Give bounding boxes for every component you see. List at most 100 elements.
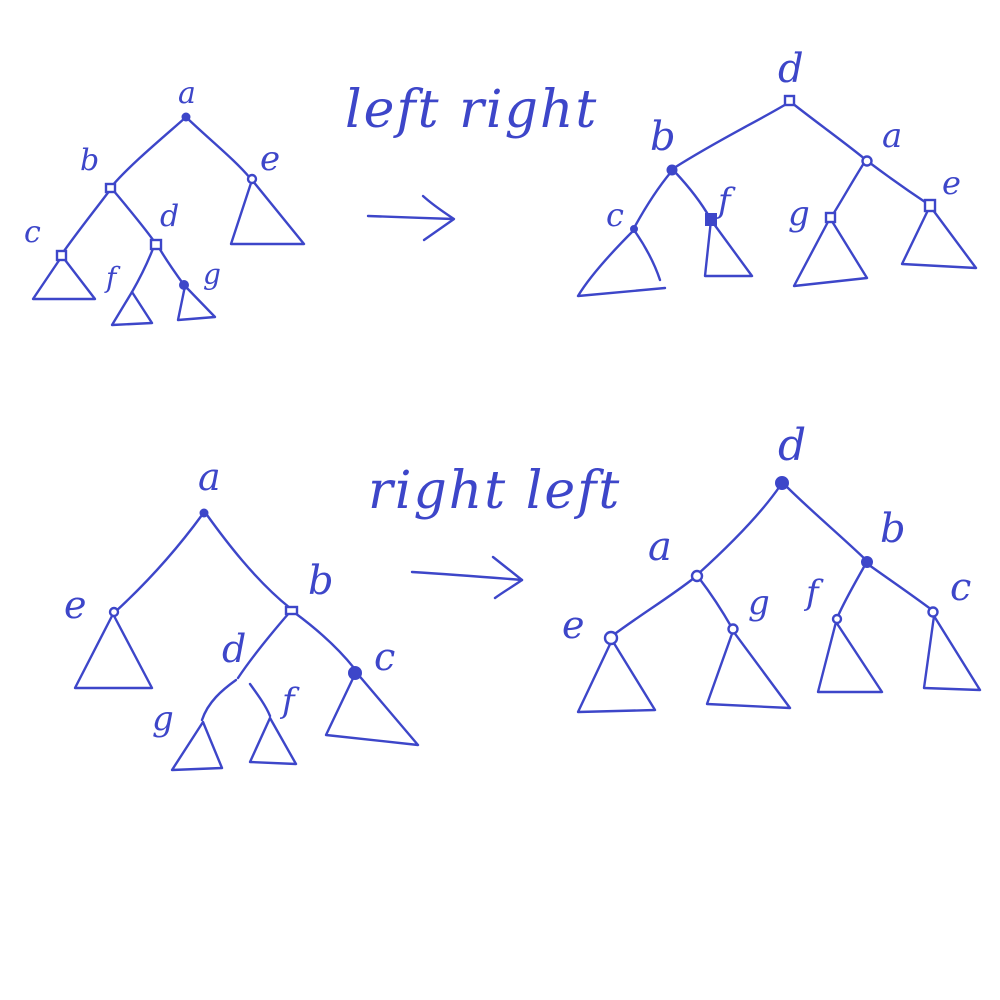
subtree-g-triangle <box>170 720 224 772</box>
label-b: b <box>308 558 334 604</box>
edge-a-e <box>185 116 252 180</box>
edge-b-c <box>293 611 356 670</box>
edge-a-e <box>610 576 696 638</box>
subtree-c-triangle <box>922 614 982 692</box>
node-f <box>705 213 717 226</box>
node-a <box>199 508 209 518</box>
label-d: d <box>222 627 246 671</box>
node-e <box>246 173 258 185</box>
label-e: e <box>942 164 961 202</box>
subtree-f-triangle <box>110 290 154 327</box>
subtree-g-triangle <box>705 629 792 710</box>
caption-left-right: left right <box>345 80 598 140</box>
edge-a-b <box>110 116 187 188</box>
subtree-c-triangle <box>324 670 420 747</box>
node-d <box>149 238 163 251</box>
node-c <box>348 666 362 680</box>
subtree-c-triangle <box>576 228 667 298</box>
node-g <box>179 280 189 290</box>
edge-d-b <box>784 484 868 562</box>
label-c: c <box>606 196 624 234</box>
label-a: a <box>198 455 221 499</box>
subtree-f-triangle <box>703 218 754 278</box>
arrow-right-icon <box>366 194 456 242</box>
subtree-g-triangle <box>176 284 217 322</box>
edge-d-f <box>248 682 272 718</box>
edge-a-e <box>868 161 930 206</box>
subtree-c-triangle <box>31 254 97 301</box>
subtree-f-triangle <box>816 620 884 694</box>
caption-right-left: right left <box>368 461 621 521</box>
node-a <box>690 569 704 583</box>
label-c: c <box>24 215 41 250</box>
edge-a-b <box>205 513 292 610</box>
tree-after-left-right: d b a c f g e <box>576 46 978 298</box>
edge-d-b <box>672 101 790 170</box>
edge-d-a <box>790 101 868 162</box>
label-b: b <box>650 114 676 160</box>
label-g: g <box>203 258 221 291</box>
edge-b-d <box>111 188 158 246</box>
label-f: f <box>715 181 736 221</box>
edge-a-e <box>113 513 204 614</box>
node-a <box>181 112 191 122</box>
label-f: f <box>803 573 824 613</box>
label-d: d <box>778 420 806 471</box>
edge-b-c <box>632 170 673 230</box>
tree-before-right-left: a e b d c g f <box>64 455 420 772</box>
tree-before-left-right: a b e c d f g <box>24 76 306 327</box>
label-a: a <box>178 76 196 111</box>
node-e <box>923 198 937 213</box>
edge-d-f <box>130 244 156 294</box>
label-e: e <box>562 603 585 647</box>
node-b <box>666 164 678 176</box>
label-g: g <box>788 194 810 234</box>
subtree-g-triangle <box>792 216 869 288</box>
label-a: a <box>648 524 672 570</box>
label-c: c <box>950 565 971 609</box>
label-b: b <box>80 143 99 178</box>
subtree-e-triangle <box>229 178 306 246</box>
node-c <box>630 225 638 233</box>
edge-d-g <box>156 244 186 287</box>
label-e: e <box>260 139 280 179</box>
node-e <box>108 606 120 618</box>
edge-b-d <box>236 611 291 680</box>
edge-b-c <box>60 188 112 256</box>
node-d <box>775 476 789 490</box>
arrow-right-icon <box>410 555 524 600</box>
label-g: g <box>152 699 174 739</box>
node-b <box>861 556 873 568</box>
label-c: c <box>374 635 395 679</box>
label-g: g <box>748 583 770 623</box>
subtree-e-triangle <box>900 204 978 270</box>
node-b <box>284 605 299 616</box>
label-f: f <box>279 681 300 721</box>
node-b <box>104 182 117 194</box>
node-g <box>727 623 739 635</box>
edge-d-a <box>696 484 782 576</box>
label-a: a <box>882 116 902 156</box>
edge-b-c <box>867 563 934 612</box>
tree-after-right-left: d a b e g f c <box>562 420 982 714</box>
label-f: f <box>104 261 121 294</box>
edge-a-g <box>830 161 866 218</box>
node-d <box>783 94 796 107</box>
edge-b-f <box>836 563 867 618</box>
edge-d-g <box>200 678 238 722</box>
label-e: e <box>64 583 87 627</box>
label-b: b <box>880 506 906 552</box>
edge-a-g <box>697 576 734 630</box>
subtree-e-triangle <box>576 638 657 714</box>
node-c <box>927 606 939 618</box>
label-d: d <box>160 199 179 234</box>
subtree-f-triangle <box>248 716 298 766</box>
node-e <box>603 630 619 646</box>
node-a <box>861 155 873 167</box>
node-g <box>824 211 837 224</box>
label-d: d <box>778 46 804 92</box>
edge-b-f <box>673 170 712 220</box>
subtree-e-triangle <box>73 612 154 690</box>
node-c <box>55 249 68 262</box>
